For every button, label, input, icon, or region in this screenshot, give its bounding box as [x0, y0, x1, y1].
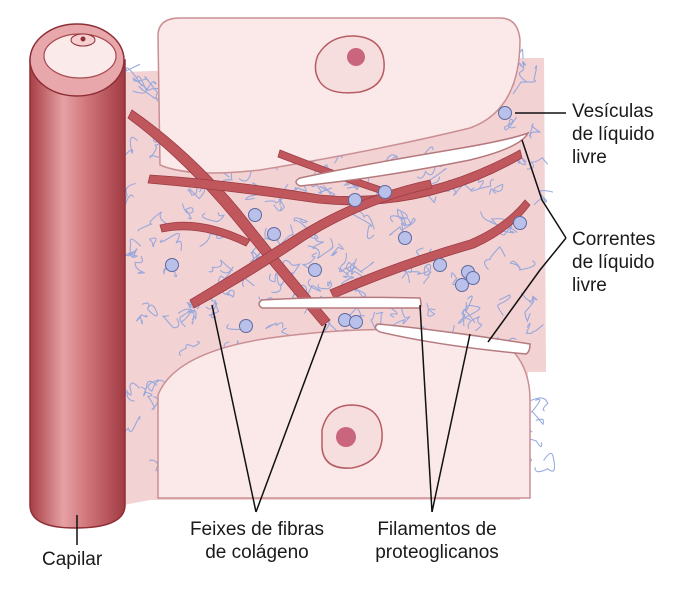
vesicle: [240, 320, 253, 333]
upper-cell-nucleus: [315, 36, 384, 93]
vesicle: [514, 217, 527, 230]
vesicle: [434, 259, 447, 272]
filament: [532, 399, 544, 424]
currents-label-line1: Correntes: [572, 228, 655, 251]
proteoglycan-label-line1: Filamentos de: [362, 518, 512, 541]
vesicle: [309, 264, 322, 277]
vesicle: [249, 209, 262, 222]
currents-label: Correntes de líquido livre: [572, 228, 655, 297]
vesicle: [467, 272, 480, 285]
currents-label-line3: livre: [572, 274, 655, 297]
vesicle: [379, 186, 392, 199]
capillary-label: Capilar: [42, 548, 102, 571]
vesicles-label-line2: de líquido: [572, 123, 654, 146]
collagen-label-line2: de colágeno: [172, 541, 342, 564]
vesicle: [399, 232, 412, 245]
vesicle: [349, 194, 362, 207]
lower-cell-nucleus: [322, 405, 382, 468]
capillary: [30, 24, 125, 528]
proteoglycan-label: Filamentos de proteoglicanos: [362, 518, 512, 564]
capillary-label-text: Capilar: [42, 548, 102, 571]
vesicles-label-line1: Vesículas: [572, 100, 654, 123]
collagen-label: Feixes de fibras de colágeno: [172, 518, 342, 564]
vesicle: [166, 259, 179, 272]
proteoglycan-label-line2: proteoglicanos: [362, 541, 512, 564]
vesicle: [350, 316, 363, 329]
vesicles-label-line3: livre: [572, 146, 654, 169]
vesicle: [268, 228, 281, 241]
vesicle: [499, 107, 512, 120]
collagen-label-line1: Feixes de fibras: [172, 518, 342, 541]
vesicles-label: Vesículas de líquido livre: [572, 100, 654, 169]
currents-label-line2: de líquido: [572, 251, 655, 274]
filament: [535, 453, 555, 471]
